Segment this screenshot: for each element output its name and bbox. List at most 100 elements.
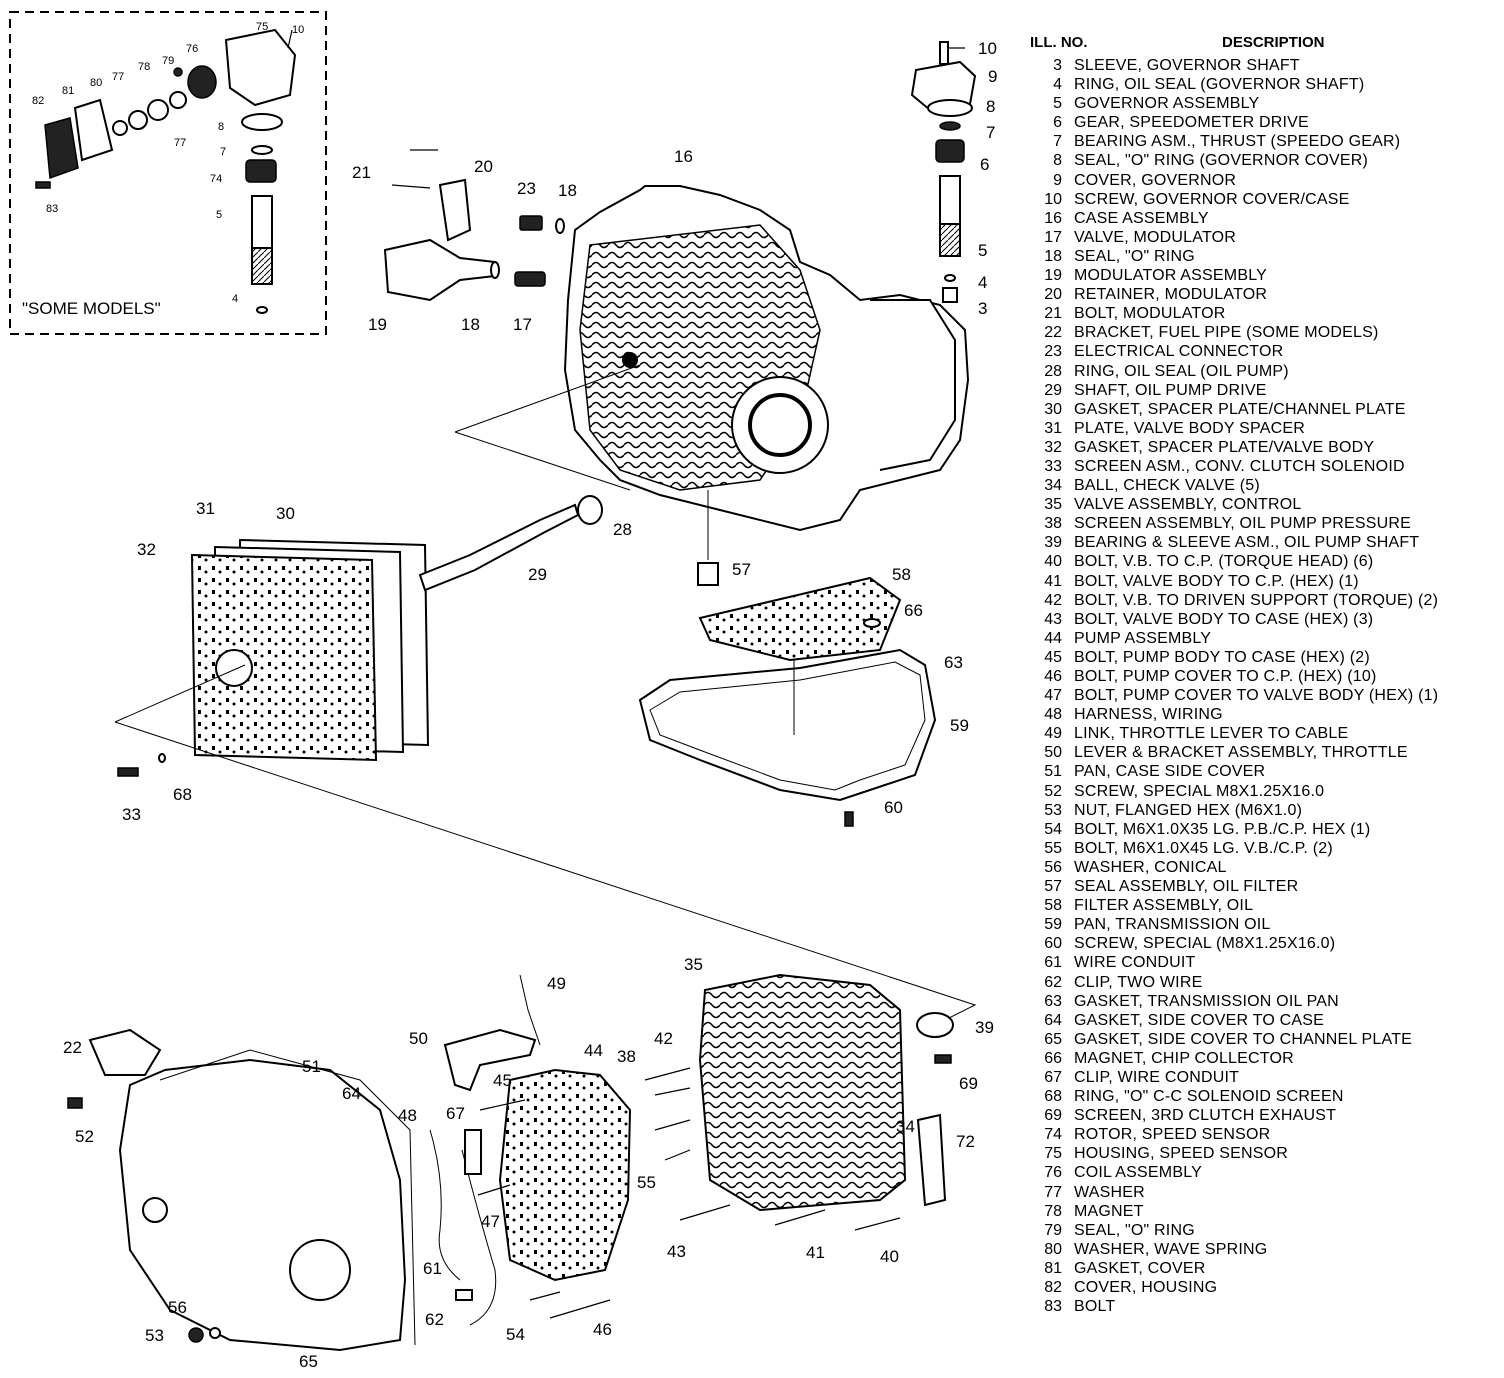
legend-item-number: 18 — [1044, 247, 1062, 265]
legend-item-description: VALVE ASSEMBLY, CONTROL — [1074, 496, 1302, 514]
callout-43: 43 — [667, 1242, 686, 1261]
legend-item-number: 78 — [1044, 1202, 1062, 1220]
pump-cover-bolt-short-part — [529, 1291, 561, 1301]
callout-inset-7: 7 — [220, 146, 226, 158]
legend-item-number: 61 — [1044, 954, 1062, 972]
callout-57: 57 — [732, 560, 751, 579]
legend-item-description: SCREEN ASM., CONV. CLUTCH SOLENOID — [1074, 457, 1405, 475]
callout-61: 61 — [423, 1259, 442, 1278]
legend-item-number: 57 — [1044, 878, 1062, 896]
legend-item-description: SCREW, GOVERNOR COVER/CASE — [1074, 190, 1350, 208]
chip-magnet-part — [863, 618, 881, 628]
legend-item-number: 55 — [1044, 839, 1062, 857]
legend-item-description: MODULATOR ASSEMBLY — [1074, 267, 1267, 285]
legend-item-number: 39 — [1044, 534, 1062, 552]
washer-part-2 — [169, 91, 187, 109]
callout-63: 63 — [944, 653, 963, 672]
legend-item-description: SCREW, SPECIAL (M8X1.25X16.0) — [1074, 935, 1336, 953]
legend-item-description: CASE ASSEMBLY — [1074, 209, 1209, 227]
spacer-plates — [190, 538, 430, 762]
inset-bearing-part — [251, 145, 273, 155]
callout-46: 46 — [593, 1320, 612, 1339]
callout-inset-5: 5 — [216, 209, 222, 221]
legend-item-description: COVER, GOVERNOR — [1074, 171, 1237, 189]
legend-item-number: 74 — [1044, 1126, 1062, 1144]
callout-20: 20 — [474, 157, 493, 176]
legend-item-number: 53 — [1044, 801, 1062, 819]
legend-item-description: PUMP ASSEMBLY — [1074, 629, 1212, 647]
callout-49: 49 — [547, 974, 566, 993]
callout-66: 66 — [904, 601, 923, 620]
legend-header: ILL. NO. DESCRIPTION — [1030, 32, 1500, 56]
inset-caption: "SOME MODELS" — [22, 299, 161, 318]
speed-sensor-rotor-part — [245, 159, 277, 183]
legend-item-number: 5 — [1053, 95, 1062, 113]
callout-inset-75: 75 — [256, 21, 268, 33]
governor-assembly-part — [939, 175, 961, 225]
inset-seal-ring-part — [241, 113, 283, 131]
modulator-valve-part — [514, 271, 546, 287]
housing-cover-part — [44, 117, 79, 180]
legend-item-number: 59 — [1044, 916, 1062, 934]
legend-item-number: 63 — [1044, 992, 1062, 1010]
callout-47: 47 — [481, 1212, 500, 1231]
solenoid-screen-group — [117, 753, 166, 777]
callout-inset-83: 83 — [46, 203, 58, 215]
legend-item-description: BALL, CHECK VALVE (5) — [1074, 477, 1260, 495]
callout-45: 45 — [493, 1071, 512, 1090]
legend-item-number: 23 — [1044, 343, 1062, 361]
check-ball-plate-part — [916, 1113, 947, 1207]
o-ring-part — [173, 67, 183, 77]
legend-item-description: BOLT, VALVE BODY TO CASE (HEX) (3) — [1074, 610, 1374, 628]
legend-item-description: SEAL, "O" RING — [1074, 247, 1195, 265]
exploded-view-diagram: 10 75 76 79 78 77 80 81 82 8 77 7 74 5 8… — [9, 11, 997, 1371]
magnet-part — [147, 99, 169, 121]
callout-39: 39 — [975, 1018, 994, 1037]
side-cover-screw-part — [67, 1097, 83, 1109]
legend-item-description: ROTOR, SPEED SENSOR — [1074, 1126, 1271, 1144]
callout-21: 21 — [352, 163, 371, 182]
filter-and-pan — [638, 562, 937, 827]
callout-72: 72 — [956, 1132, 975, 1151]
callout-28: 28 — [613, 520, 632, 539]
oil-pan-gasket-part — [649, 661, 926, 791]
callout-17: 17 — [513, 315, 532, 334]
legend-header-description: DESCRIPTION — [1222, 34, 1325, 51]
callout-38: 38 — [617, 1047, 636, 1066]
callout-inset-76: 76 — [186, 43, 198, 55]
oil-filter-part — [698, 576, 902, 662]
oil-pump-seal-ring-part — [577, 495, 603, 525]
legend-item-description: LEVER & BRACKET ASSEMBLY, THROTTLE — [1074, 744, 1408, 762]
case-assembly — [563, 185, 970, 532]
legend-item-number: 49 — [1044, 725, 1062, 743]
callout-inset-4: 4 — [232, 293, 238, 305]
legend-item-number: 3 — [1053, 57, 1062, 74]
coil-assembly-part — [187, 65, 217, 99]
callout-41: 41 — [806, 1243, 825, 1262]
callout-3: 3 — [978, 299, 987, 318]
two-wire-clip-part — [455, 1289, 473, 1301]
callout-32: 32 — [137, 540, 156, 559]
legend-item-number: 30 — [1044, 400, 1062, 418]
pump-shaft-bearing-part — [916, 1012, 954, 1038]
plate-to-valve-leader — [114, 664, 977, 1021]
legend-item-number: 20 — [1044, 286, 1062, 304]
legend-item-description: GEAR, SPEEDOMETER DRIVE — [1074, 114, 1309, 132]
legend-item-description: HARNESS, WIRING — [1074, 706, 1223, 724]
legend-item-description: GASKET, SIDE COVER TO CASE — [1074, 1011, 1325, 1029]
legend-item-number: 42 — [1044, 591, 1062, 609]
legend-row: 18 SEAL, "O" RING — [1030, 247, 1500, 266]
cover-gasket-part — [73, 98, 114, 162]
